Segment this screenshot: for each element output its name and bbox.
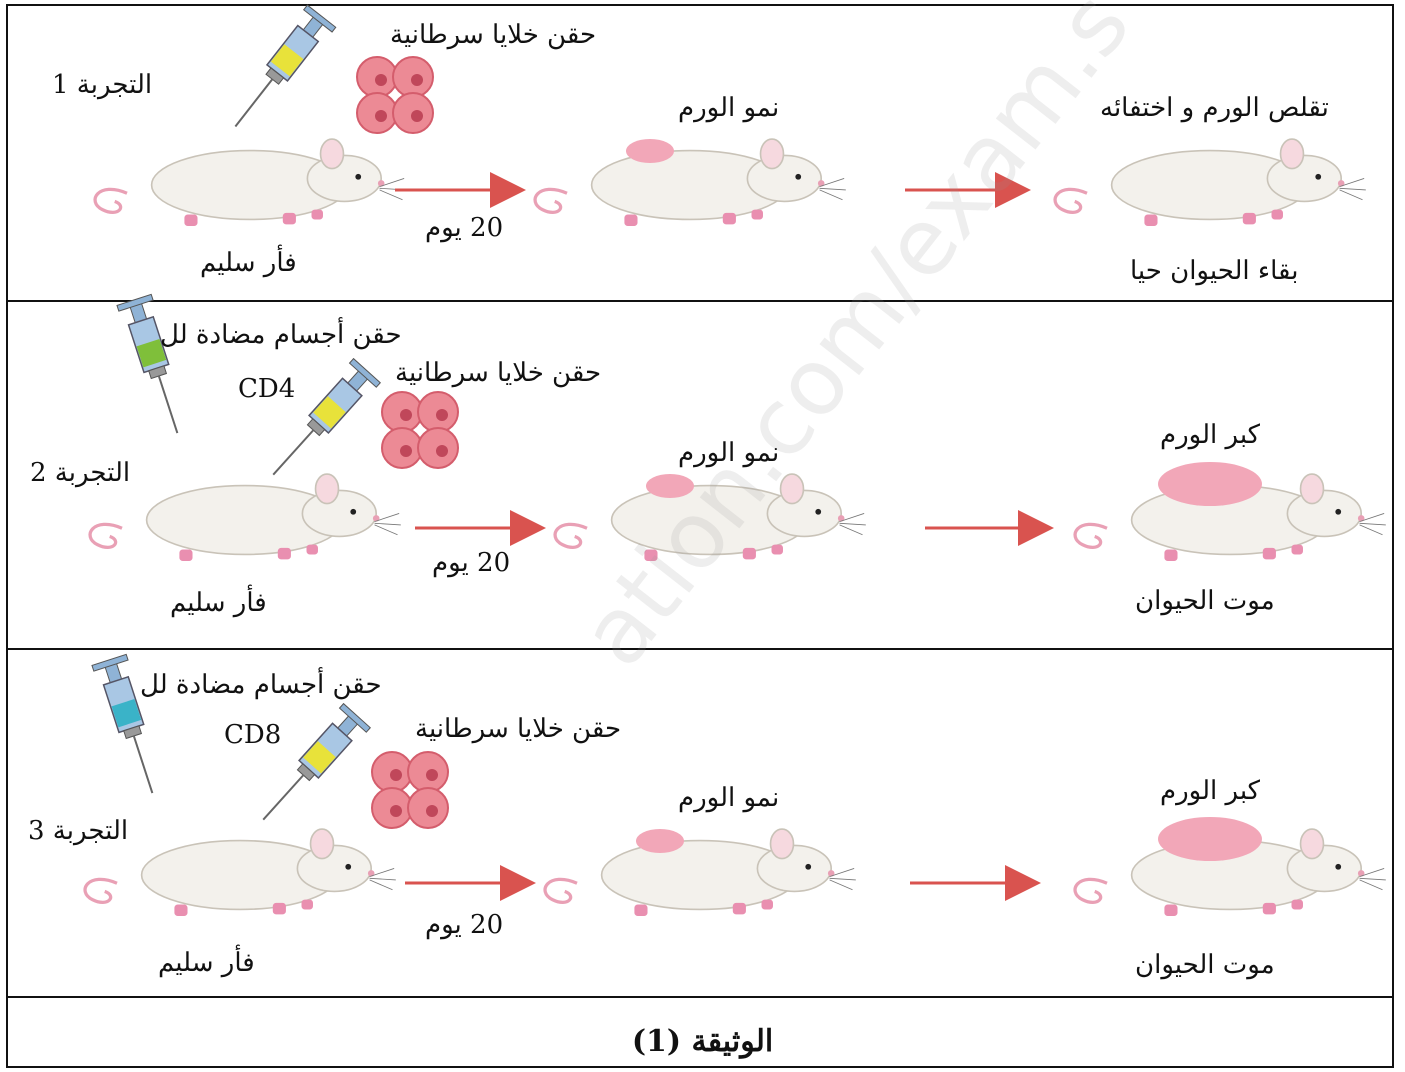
exp2-end-bottom: موت الحيوان (1135, 588, 1275, 614)
exp2-mouse-1 (90, 474, 401, 561)
exp2-start-label: فأر سليم (170, 590, 267, 616)
exp2-middle-label: نمو الورم (678, 440, 779, 466)
exp1-cancer-cells (357, 57, 433, 133)
exp3-middle-label: نمو الورم (678, 785, 779, 811)
exp1-mouse-1 (95, 139, 406, 226)
exp3-inject-antibody: حقن أجسام مضادة لل (140, 672, 382, 698)
exp1-start-label: فأر سليم (200, 250, 297, 276)
exp3-inject-cells: حقن خلايا سرطانية (415, 716, 621, 742)
exp1-middle-label: نمو الورم (678, 95, 779, 121)
exp3-mouse-2 (545, 829, 856, 916)
exp1-mouse-2 (535, 139, 846, 226)
exp3-end-top: كبر الورم (1160, 778, 1260, 804)
exp2-label: التجربة 2 (30, 460, 130, 486)
exp3-mouse-1 (85, 829, 396, 916)
exp1-mouse-3 (1055, 139, 1366, 226)
exp1-syringe-1 (221, 5, 336, 137)
exp3-tumor-large (1158, 817, 1262, 861)
exp2-end-top: كبر الورم (1160, 422, 1260, 448)
exp2-syringe-1 (117, 294, 195, 438)
exp1-end-bottom: بقاء الحيوان حيا (1130, 258, 1298, 284)
exp2-tumor-small (646, 474, 694, 498)
exp2-days: 20 يوم (432, 550, 510, 576)
exp1-inject-cells: حقن خلايا سرطانية (390, 22, 596, 48)
exp3-tumor-small (636, 829, 684, 853)
exp3-start-label: فأر سليم (158, 950, 255, 976)
exp2-tumor-large (1158, 462, 1262, 506)
exp2-mouse-2 (555, 474, 866, 561)
exp3-days: 20 يوم (425, 912, 503, 938)
exp2-inject-antibody: حقن أجسام مضادة لل (160, 322, 402, 348)
exp1-end-top: تقلص الورم و اختفائه (1100, 95, 1329, 121)
exp3-label: التجربة 3 (28, 818, 128, 844)
exp2-cancer-cells (382, 392, 458, 468)
exp2-inject-cells: حقن خلايا سرطانية (395, 360, 601, 386)
exp3-cancer-cells (372, 752, 448, 828)
exp3-antibody-target: CD8 (224, 722, 281, 748)
exp2-antibody-target: CD4 (238, 376, 295, 402)
exp3-end-bottom: موت الحيوان (1135, 952, 1275, 978)
document-caption: الوثيقة (1) (0, 1024, 1405, 1059)
exp1-days: 20 يوم (425, 215, 503, 241)
exp1-label: التجربة 1 (52, 72, 152, 98)
exp1-tumor-small (626, 139, 674, 163)
